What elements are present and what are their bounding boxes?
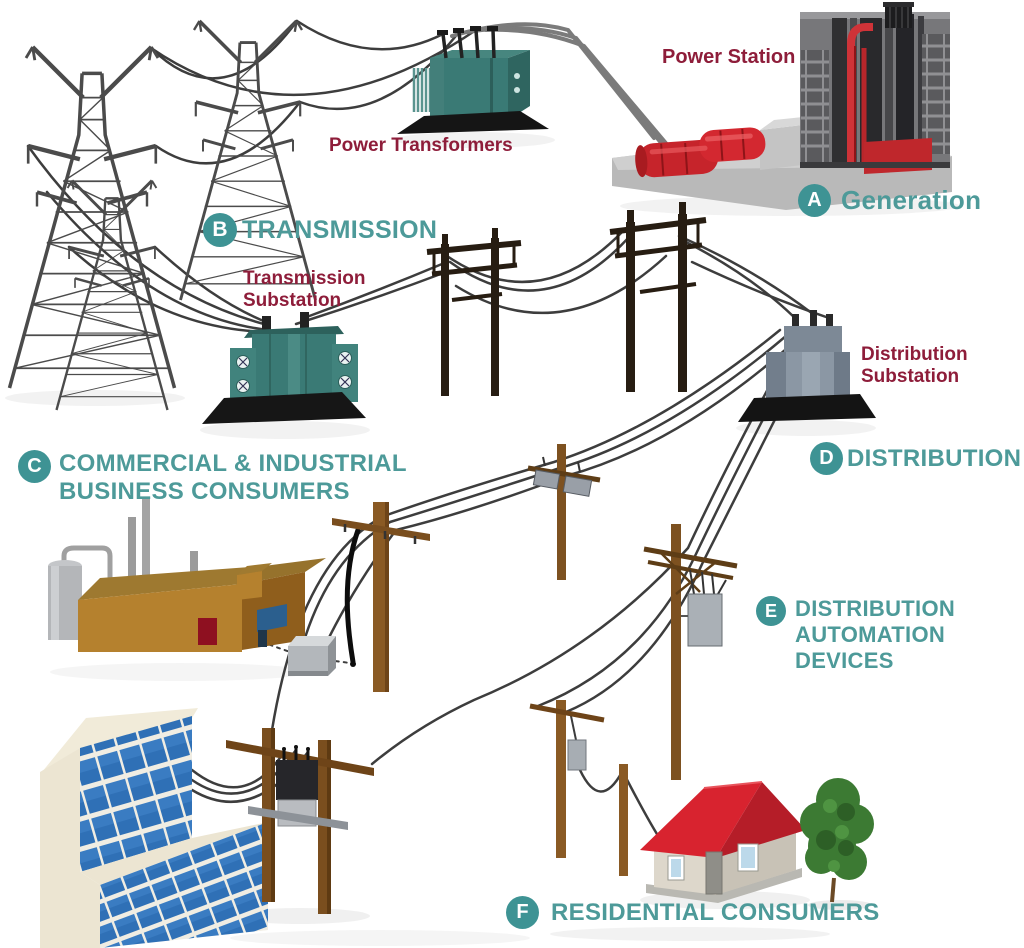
power-station-label: Power Station [662,46,796,68]
stage-b-title: TRANSMISSION [242,216,438,244]
distribution-substation-label: Distribution Substation [861,344,968,387]
stage-a-badge: A [798,184,831,217]
stage-commercial-industrial: C COMMERCIAL & INDUSTRIAL BUSINESS CONSU… [18,450,407,506]
pole-transformer-icon [226,728,374,914]
stage-c-badge: C [18,450,51,483]
office-building-icon [40,708,268,948]
stage-d-title: DISTRIBUTION [847,445,1022,472]
pad-transformer-icon [288,636,336,676]
stage-f-title: RESIDENTIAL CONSUMERS [551,899,880,926]
residential-pole-icon [529,700,628,876]
distribution-pole-icon [332,502,430,692]
tree-icon [800,778,874,903]
stage-distribution-automation: E DISTRIBUTION AUTOMATION DEVICES [756,596,955,674]
transmission-substation-label: Transmission Substation [243,268,366,311]
stage-e-badge: E [756,596,786,626]
stage-generation: A Generation [798,184,981,217]
stage-c-title: COMMERCIAL & INDUSTRIAL BUSINESS CONSUME… [59,450,407,505]
h-frame-poles-icon [426,202,707,396]
stage-b-badge: B [203,213,237,247]
distribution-substation-icon [738,310,876,422]
transmission-substation-icon [202,312,366,424]
stage-d-badge: D [810,442,843,475]
recloser-pole-icon [527,444,601,580]
house-icon [640,781,806,903]
stage-f-badge: F [506,896,539,929]
power-transformers-label: Power Transformers [329,135,513,156]
power-station-icon [612,2,952,210]
power-transformer-icon [397,26,549,134]
stage-e-title: DISTRIBUTION AUTOMATION DEVICES [795,596,956,673]
recloser-pole-icon [643,524,738,780]
stage-residential: F RESIDENTIAL CONSUMERS [506,896,880,929]
stage-a-title: Generation [841,185,982,215]
stage-transmission: B TRANSMISSION [203,213,437,247]
factory-icon [48,497,326,652]
stage-distribution: D DISTRIBUTION [810,442,1021,475]
